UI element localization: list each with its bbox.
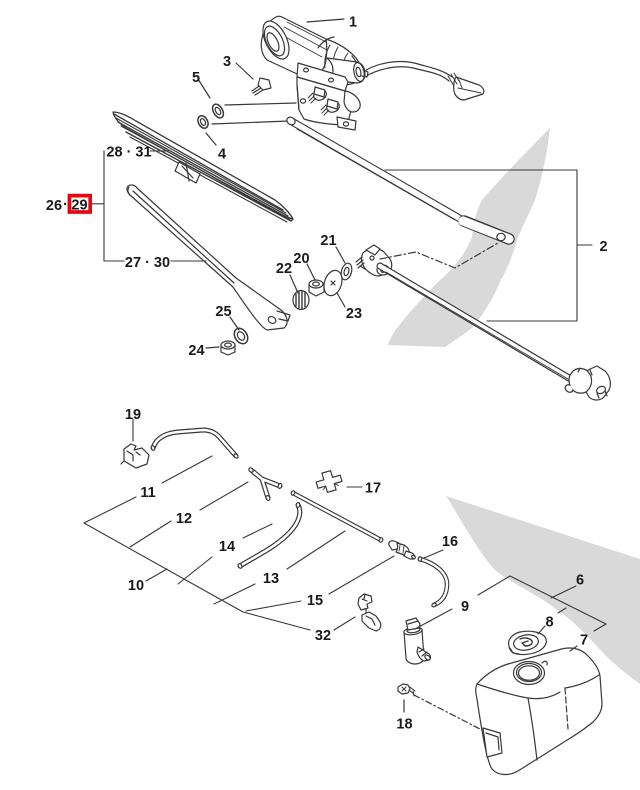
svg-text:32: 32 xyxy=(315,628,331,644)
svg-text:27 · 30: 27 · 30 xyxy=(125,255,170,271)
svg-text:6: 6 xyxy=(576,573,584,589)
svg-text:24: 24 xyxy=(188,343,204,359)
svg-text:2: 2 xyxy=(599,239,607,255)
svg-text:4: 4 xyxy=(218,147,226,163)
svg-text:·: · xyxy=(63,197,68,213)
svg-text:12: 12 xyxy=(176,511,192,527)
svg-text:19: 19 xyxy=(125,407,141,423)
svg-text:26: 26 xyxy=(46,198,62,214)
svg-text:22: 22 xyxy=(276,261,292,277)
svg-text:23: 23 xyxy=(346,306,362,322)
svg-text:8: 8 xyxy=(545,615,553,631)
svg-text:13: 13 xyxy=(263,571,279,587)
svg-text:29: 29 xyxy=(71,198,87,214)
svg-text:1: 1 xyxy=(349,15,357,31)
svg-text:10: 10 xyxy=(128,578,144,594)
svg-text:18: 18 xyxy=(396,717,412,733)
svg-text:16: 16 xyxy=(442,534,458,550)
svg-text:25: 25 xyxy=(215,304,231,320)
svg-text:28 · 31: 28 · 31 xyxy=(106,145,151,161)
svg-text:3: 3 xyxy=(223,54,231,70)
svg-text:17: 17 xyxy=(365,481,381,497)
svg-text:7: 7 xyxy=(580,633,588,649)
svg-text:14: 14 xyxy=(219,539,235,555)
svg-text:9: 9 xyxy=(461,599,469,615)
svg-text:11: 11 xyxy=(140,485,155,501)
svg-text:15: 15 xyxy=(307,593,323,609)
svg-text:20: 20 xyxy=(293,251,309,267)
svg-text:21: 21 xyxy=(320,233,336,249)
svg-text:5: 5 xyxy=(192,70,200,86)
